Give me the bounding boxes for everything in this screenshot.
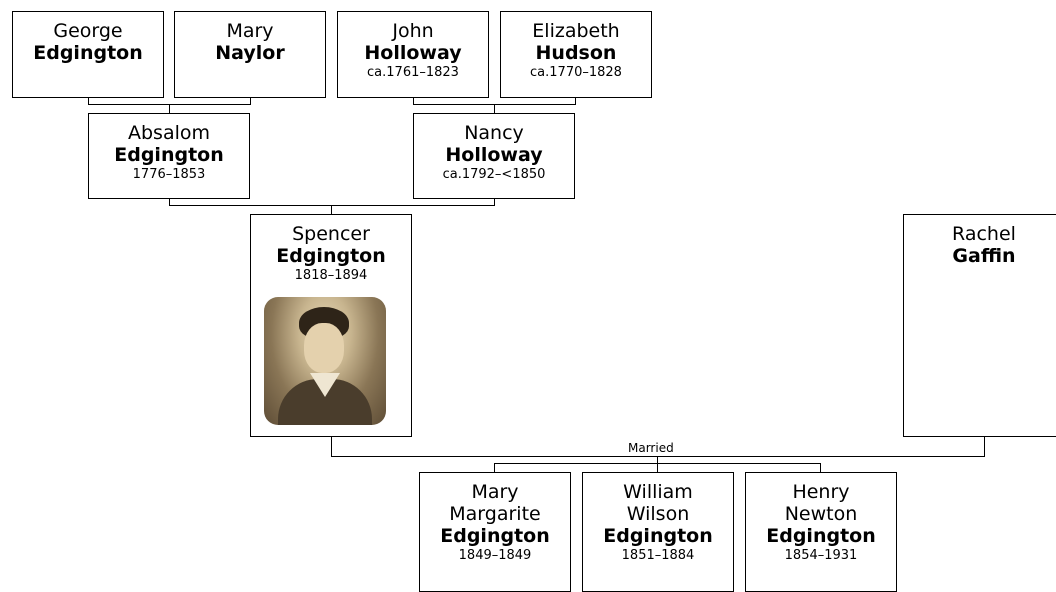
first-name: Absalom bbox=[127, 122, 210, 144]
connector bbox=[169, 205, 495, 206]
first-name: Nancy bbox=[464, 122, 524, 144]
connector bbox=[331, 205, 332, 214]
portrait-photo bbox=[264, 297, 386, 425]
married-label: Married bbox=[628, 441, 674, 455]
surname: Holloway bbox=[364, 42, 462, 64]
surname: Edgington bbox=[440, 525, 550, 547]
connector bbox=[494, 104, 495, 113]
first-name: Elizabeth bbox=[532, 20, 620, 42]
surname: Edgington bbox=[603, 525, 713, 547]
person-rachel-gaffin[interactable]: Rachel Gaffin bbox=[903, 214, 1056, 437]
first-name: George bbox=[53, 20, 123, 42]
first-name: Henry Newton bbox=[784, 481, 858, 525]
connector bbox=[250, 97, 251, 105]
person-george-edgington[interactable]: George Edgington bbox=[12, 11, 164, 98]
marriage-line bbox=[331, 456, 985, 457]
person-nancy-holloway[interactable]: Nancy Holloway ca.1792–<1850 bbox=[413, 113, 575, 199]
person-elizabeth-hudson[interactable]: Elizabeth Hudson ca.1770–1828 bbox=[500, 11, 652, 98]
life-dates: 1776–1853 bbox=[132, 167, 206, 182]
connector bbox=[657, 456, 658, 464]
life-dates: ca.1770–1828 bbox=[530, 65, 622, 80]
surname: Naylor bbox=[215, 42, 285, 64]
connector bbox=[169, 198, 170, 206]
life-dates: 1818–1894 bbox=[294, 268, 368, 283]
connector bbox=[331, 436, 332, 457]
connector bbox=[575, 97, 576, 105]
life-dates: 1851–1884 bbox=[621, 548, 695, 563]
person-john-holloway[interactable]: John Holloway ca.1761–1823 bbox=[337, 11, 489, 98]
connector bbox=[413, 97, 414, 105]
person-absalom-edgington[interactable]: Absalom Edgington 1776–1853 bbox=[88, 113, 250, 199]
life-dates: 1854–1931 bbox=[784, 548, 858, 563]
surname: Hudson bbox=[535, 42, 617, 64]
connector bbox=[657, 463, 658, 472]
person-william-wilson-edgington[interactable]: William Wilson Edgington 1851–1884 bbox=[582, 472, 734, 592]
first-name: Mary Margarite bbox=[449, 481, 541, 525]
connector bbox=[494, 463, 495, 472]
surname: Edgington bbox=[766, 525, 876, 547]
connector bbox=[820, 463, 821, 472]
connector bbox=[88, 97, 89, 105]
first-name: Mary bbox=[226, 20, 274, 42]
surname: Gaffin bbox=[952, 245, 1016, 267]
first-name: William Wilson bbox=[623, 481, 693, 525]
person-mary-margarite-edgington[interactable]: Mary Margarite Edgington 1849–1849 bbox=[419, 472, 571, 592]
surname: Edgington bbox=[276, 245, 386, 267]
first-name: Spencer bbox=[292, 223, 370, 245]
surname: Holloway bbox=[445, 144, 543, 166]
connector bbox=[494, 198, 495, 206]
first-name: John bbox=[392, 20, 434, 42]
portrait-face bbox=[304, 323, 344, 373]
person-spencer-edgington[interactable]: Spencer Edgington 1818–1894 bbox=[250, 214, 412, 437]
connector bbox=[169, 104, 170, 113]
person-mary-naylor[interactable]: Mary Naylor bbox=[174, 11, 326, 98]
surname: Edgington bbox=[33, 42, 143, 64]
life-dates: 1849–1849 bbox=[458, 548, 532, 563]
connector bbox=[984, 436, 985, 457]
person-henry-newton-edgington[interactable]: Henry Newton Edgington 1854–1931 bbox=[745, 472, 897, 592]
life-dates: ca.1761–1823 bbox=[367, 65, 459, 80]
first-name: Rachel bbox=[952, 223, 1016, 245]
surname: Edgington bbox=[114, 144, 224, 166]
life-dates: ca.1792–<1850 bbox=[442, 167, 546, 182]
